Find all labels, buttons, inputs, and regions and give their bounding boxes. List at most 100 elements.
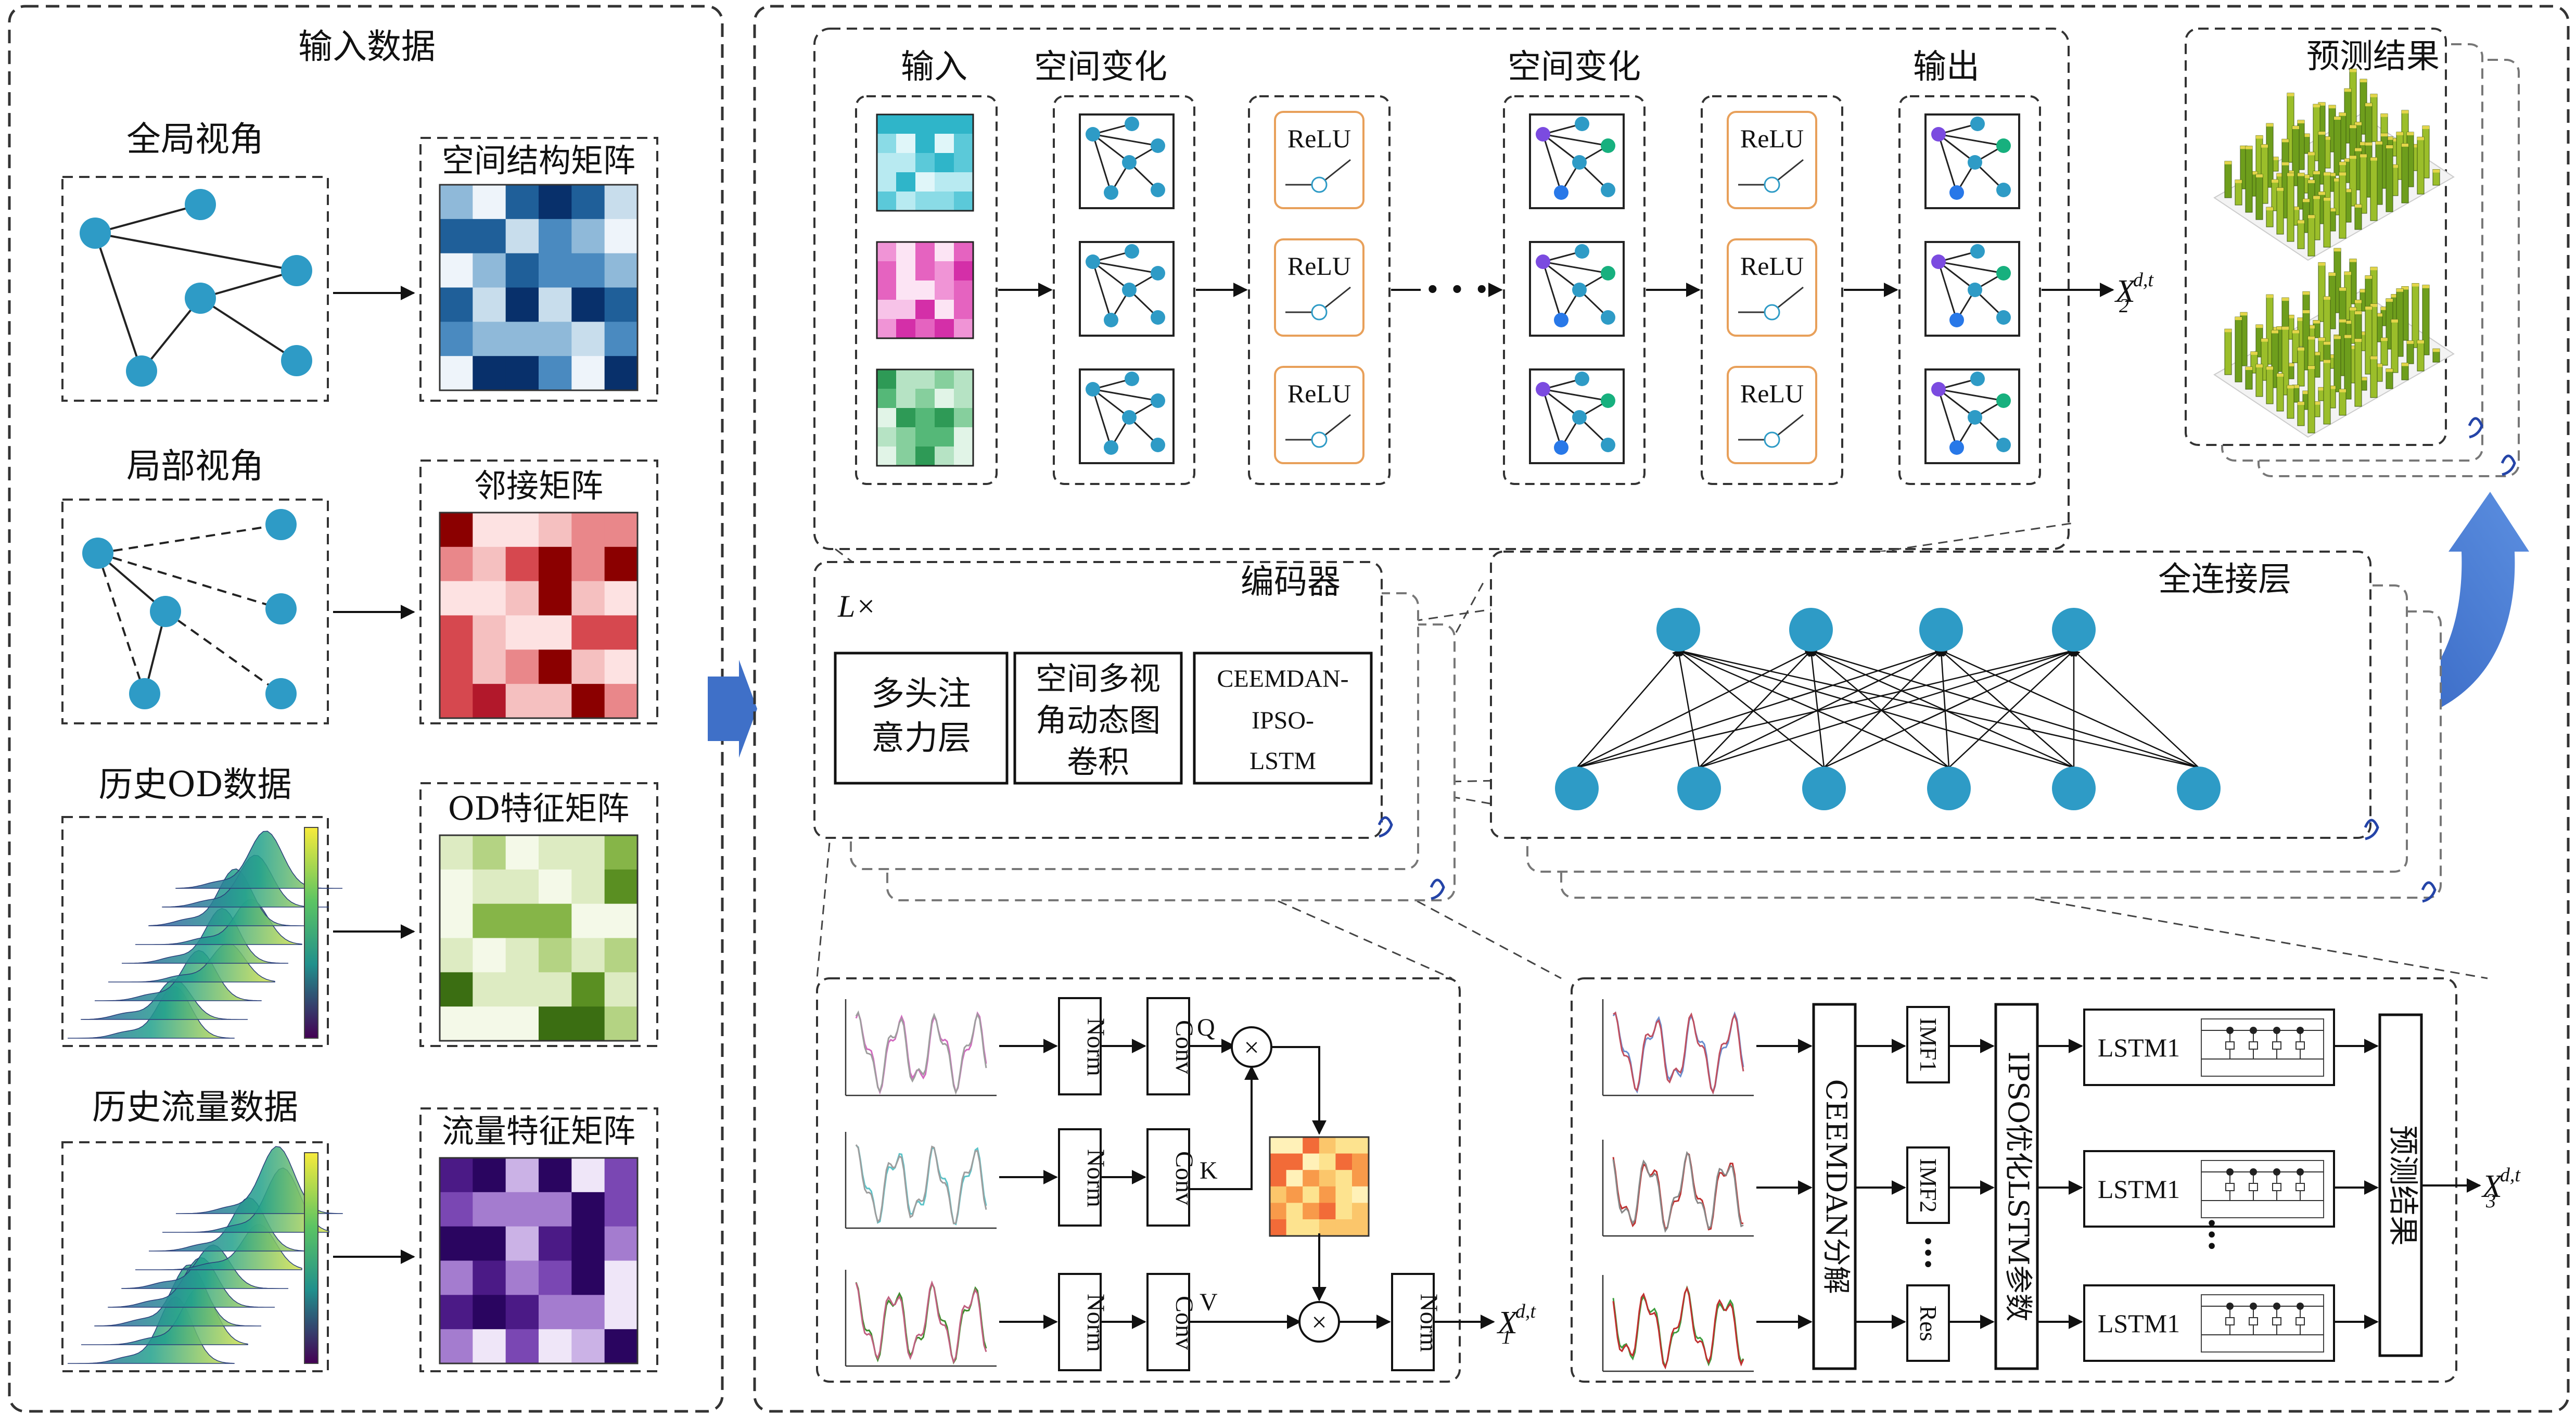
matrix-cell [505, 649, 539, 684]
matrix-cell [473, 1006, 506, 1041]
bar-3d-top [2334, 178, 2341, 182]
matrix-cell [539, 356, 572, 391]
fc-bottom-node [2177, 767, 2221, 810]
bar-3d-top [2303, 291, 2310, 295]
lstm-gate-box [2296, 1317, 2305, 1325]
bar-3d-top [2376, 364, 2382, 367]
local-view-box [61, 499, 329, 724]
matrix-cell [505, 253, 539, 288]
gcn-tile-node [1931, 127, 1946, 142]
heat-cell [1352, 1153, 1369, 1170]
gcn-tile-node [1536, 127, 1550, 142]
matrix-cell [505, 287, 539, 322]
matrix-cell [440, 219, 473, 254]
gcn-input-cell [935, 300, 954, 320]
fc-edge [1823, 650, 1942, 768]
bar-3d-top [2339, 162, 2346, 165]
bar-3d-top [2287, 171, 2294, 174]
wave-line [855, 1011, 987, 1095]
gcn-input-cell [954, 300, 974, 320]
matrix-cell [505, 546, 539, 582]
gcn-tile-node [1104, 185, 1118, 200]
bar-3d-top [2412, 144, 2419, 148]
bar-3d [2380, 337, 2388, 366]
matrix-cell [473, 972, 506, 1007]
bar-3d-top [2292, 126, 2299, 130]
gcn-tile-node [1601, 438, 1615, 452]
matrix-cell [539, 1158, 572, 1193]
matrix-cell [505, 835, 539, 870]
matrix-cell [505, 869, 539, 904]
bar-3d-top [2266, 123, 2273, 127]
gcn-input-cell [915, 408, 935, 428]
relu-point [1764, 431, 1780, 448]
matrix-cell [440, 972, 473, 1007]
heat-cell [1303, 1219, 1320, 1236]
bar-3d-top [2339, 389, 2346, 392]
gcn-input-cell [935, 389, 954, 409]
gcn-tile-node [1996, 138, 2011, 153]
bar-3d-top [2318, 102, 2325, 106]
gcn-tile-edge [1542, 388, 1609, 402]
gcn-tile-node [1996, 438, 2011, 452]
gcn-tile-node [1122, 410, 1137, 425]
bar-3d-top [2240, 312, 2247, 316]
matrix-cell [505, 1260, 539, 1295]
lstm-gate-node [2250, 1168, 2257, 1176]
gcn-tile-node [1949, 313, 1964, 327]
matrix-cell [571, 903, 605, 938]
fc-bottom-node [1555, 767, 1599, 810]
matrix-cell [473, 938, 506, 973]
bar-3d [2255, 174, 2263, 220]
gcn-input-cell [877, 242, 897, 262]
bar-3d [2386, 145, 2393, 212]
gcn-input-cell [915, 242, 935, 262]
gcn-input-cell [935, 153, 954, 173]
matrix-cell [440, 869, 473, 904]
bar-3d-top [2402, 143, 2408, 147]
bar-3d [2297, 220, 2305, 249]
bar-3d [2235, 180, 2242, 206]
multiply-q-k-sign: × [1244, 1033, 1259, 1063]
wave-line [1612, 1151, 1744, 1233]
mha-label-2: 意力层 [871, 719, 971, 758]
matrix-cell [571, 1006, 605, 1041]
gcn-tile-node [1601, 183, 1615, 197]
bar-3d-top [2292, 385, 2299, 388]
fc-layer-block: 全连接层 [1490, 551, 2442, 903]
fc-edge [1576, 650, 1679, 768]
matrix-cell [505, 1006, 539, 1041]
gcn-input-cell [915, 192, 935, 211]
matrix-cell [473, 1260, 506, 1295]
matrix-cell [505, 322, 539, 356]
bar-3d-top [2324, 296, 2330, 300]
fc-top-node [1656, 608, 1700, 652]
gcn-tile-node [1125, 372, 1139, 386]
gcn-ellipsis: • • • [1424, 275, 1489, 306]
encoder-more-icon [1378, 816, 1393, 838]
fc-edge [1699, 649, 1942, 769]
matrix-cell [473, 1295, 506, 1330]
gcn-tile-edge [1092, 261, 1112, 321]
gcn-input-cell [896, 261, 916, 281]
bar-3d-top [2402, 110, 2408, 113]
bar-3d-top [2235, 180, 2242, 183]
bar-3d [2245, 146, 2253, 213]
bar-3d-top [2256, 325, 2263, 328]
gcn-tile-edge [1542, 133, 1580, 163]
imf2-label: IMF2 [1915, 1158, 1942, 1213]
matrix-cell [440, 1158, 473, 1193]
gcn-input-cell [896, 134, 916, 154]
bar-3d-top [2370, 94, 2377, 97]
heat-cell [1286, 1170, 1303, 1187]
gcn-tile-node [1601, 393, 1615, 408]
bar-3d-top [2256, 364, 2263, 368]
gcn-input-cell [954, 192, 974, 211]
gcn-input-label: 输入 [901, 48, 967, 86]
bar-3d-top [2370, 267, 2377, 271]
bar-3d [2224, 161, 2232, 198]
matrix-cell [571, 356, 605, 391]
ceemdan-lstm-detail-block: CEEMDAN分解 IMF1 IMF2 • • • Res IPSO优化LSTM… [1571, 977, 2521, 1383]
fc-bottom-node [1927, 767, 1971, 810]
